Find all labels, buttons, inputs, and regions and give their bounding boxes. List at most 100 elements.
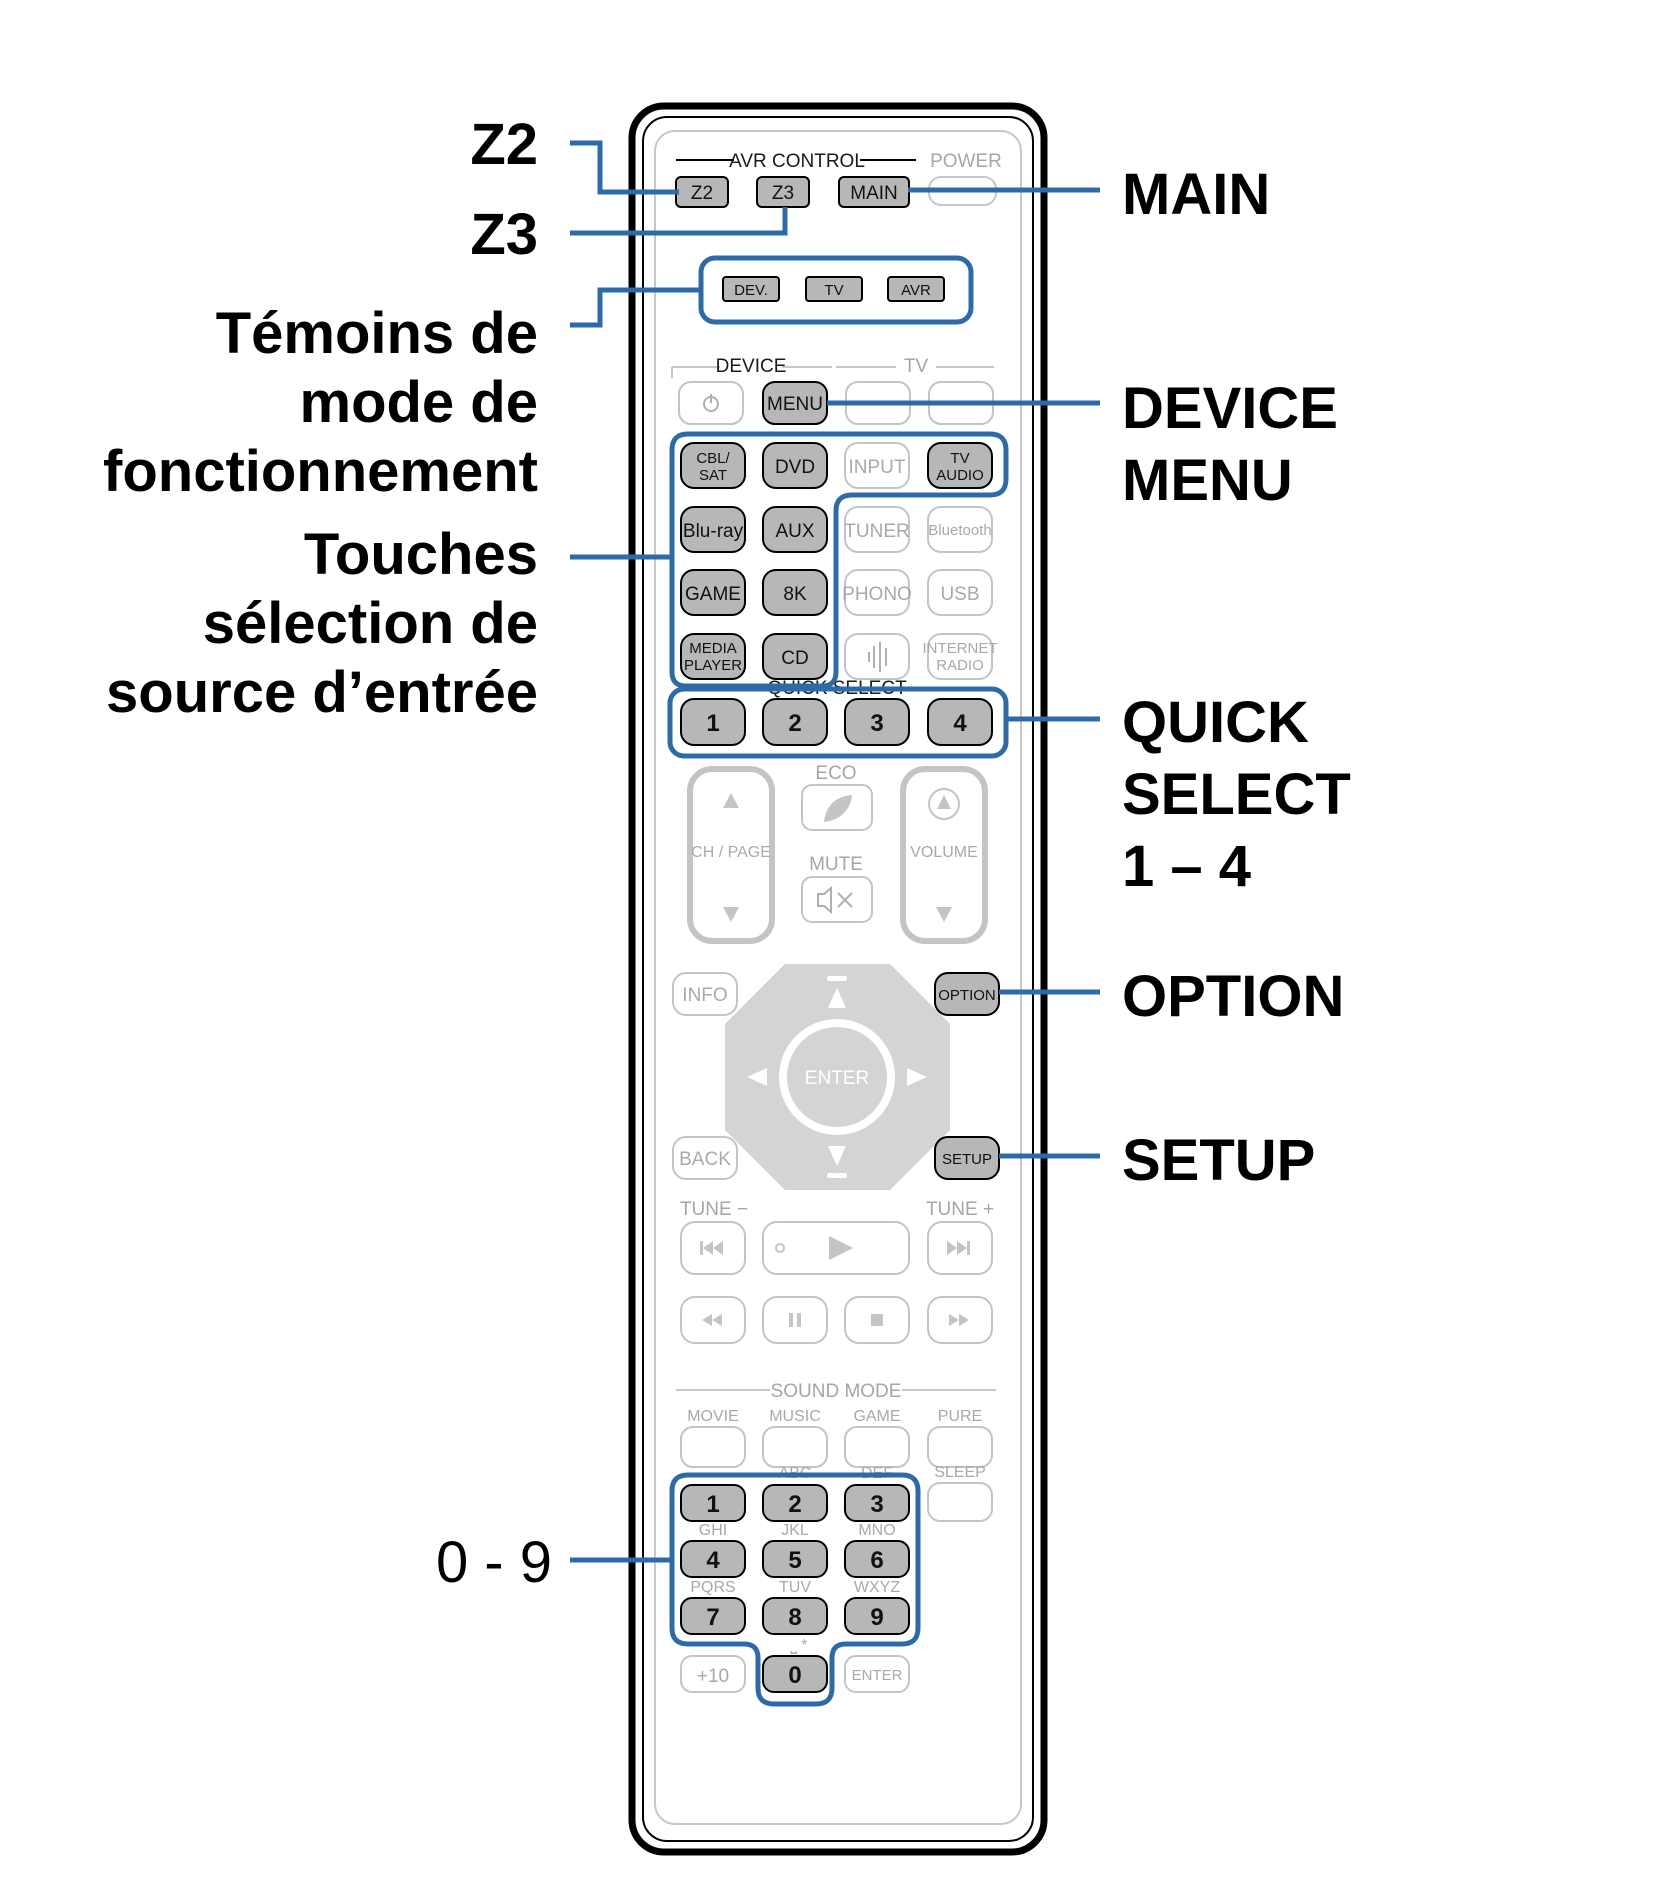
quick-select-1-button[interactable]: [680, 698, 746, 746]
touches-label-line2: sélection de: [203, 591, 538, 656]
media-player-button[interactable]: [680, 633, 746, 680]
device-title: DEVICE: [716, 356, 787, 377]
eco-title: ECO: [815, 763, 856, 784]
digits-label: 0 - 9: [436, 1530, 552, 1595]
game-mode-title: GAME: [853, 1408, 900, 1425]
key-5-button[interactable]: [762, 1540, 828, 1578]
key-4-button[interactable]: [680, 1540, 746, 1578]
key-3-button[interactable]: [844, 1484, 910, 1522]
key-9-label: 9: [870, 1604, 883, 1631]
key-6-button[interactable]: [844, 1540, 910, 1578]
info-button[interactable]: [672, 972, 738, 1016]
key-4-letters: GHI: [699, 1522, 727, 1539]
pure-button[interactable]: [927, 1426, 993, 1468]
indicator-avr-label: AVR: [901, 282, 931, 299]
indicator-tv-label: TV: [824, 282, 843, 299]
input-button-label: INPUT: [849, 457, 906, 478]
remote-face: [654, 130, 1022, 1825]
key-2-button[interactable]: [762, 1484, 828, 1522]
internet-radio-button[interactable]: [927, 633, 993, 680]
mute-title: MUTE: [809, 854, 863, 875]
heos-icon: [868, 642, 887, 672]
volume-up-icon: [937, 795, 951, 809]
key-0-label: 0: [788, 1662, 801, 1689]
key-3-label: 3: [870, 1491, 883, 1518]
key-9-button[interactable]: [844, 1597, 910, 1635]
volume-up-ring: [928, 788, 960, 820]
bluetooth-button[interactable]: [927, 506, 993, 553]
music-button[interactable]: [762, 1426, 828, 1468]
quick-select-4-button[interactable]: [927, 698, 993, 746]
aux-button[interactable]: [762, 506, 828, 553]
left-arrow-icon: [747, 1068, 767, 1086]
temoins-label-line1: Témoins de: [216, 301, 538, 366]
sleep-button[interactable]: [927, 1482, 993, 1522]
music-title: MUSIC: [769, 1408, 821, 1425]
8k-button[interactable]: [762, 569, 828, 616]
phono-button[interactable]: [844, 569, 910, 616]
record-icon: [775, 1243, 785, 1253]
indicator-avr: [887, 276, 945, 302]
ch-up-icon: [723, 793, 739, 808]
media-player-label-2: PLAYER: [684, 657, 742, 674]
z2-button-label: Z2: [691, 183, 713, 204]
media-player-label-1: MEDIA: [689, 640, 737, 657]
menu-button-label: MENU: [767, 394, 823, 415]
power-title: POWER: [930, 151, 1002, 172]
dvd-button-label: DVD: [775, 457, 815, 478]
pause-button[interactable]: [762, 1296, 828, 1344]
quick-select-3-button[interactable]: [844, 698, 910, 746]
internet-radio-label-2: RADIO: [936, 657, 984, 674]
volume-label: VOLUME: [910, 844, 978, 861]
cd-button-label: CD: [781, 648, 808, 669]
usb-button[interactable]: [927, 569, 993, 616]
stop-icon: [871, 1314, 883, 1326]
enter-button[interactable]: [787, 1027, 887, 1127]
key-6-letters: MNO: [858, 1522, 895, 1539]
heos-button[interactable]: [844, 633, 910, 680]
key-1-label: 1: [706, 1491, 719, 1518]
bluray-button-label: Blu-ray: [683, 521, 744, 542]
plus10-button[interactable]: [680, 1655, 746, 1693]
game-mode-button[interactable]: [844, 1426, 910, 1468]
z2-callout-line: [570, 140, 679, 195]
temoins-label-line2: mode de: [300, 370, 539, 435]
pure-title: PURE: [938, 1408, 982, 1425]
internet-radio-label-1: INTERNET: [923, 640, 998, 657]
back-button-label: BACK: [679, 1149, 731, 1170]
temoins-label-line3: fonctionnement: [103, 439, 538, 504]
tuner-button[interactable]: [844, 506, 910, 553]
8k-button-label: 8K: [783, 584, 807, 605]
remote-bezel: [642, 116, 1034, 1842]
number-keys-highlight: [669, 1472, 921, 1707]
dvd-button[interactable]: [762, 442, 828, 489]
key-8-letters: TUV: [779, 1579, 811, 1596]
key-8-button[interactable]: [762, 1597, 828, 1635]
up-arrow-icon: [828, 988, 846, 1008]
key-2-label: 2: [788, 1491, 801, 1518]
quick-select-3-label: 3: [870, 710, 883, 737]
cbl-sat-button[interactable]: [680, 442, 746, 489]
input-button[interactable]: [844, 442, 910, 489]
mute-button[interactable]: [801, 876, 873, 923]
option-button-label: OPTION: [938, 987, 996, 1004]
game-button[interactable]: [680, 569, 746, 616]
movie-button[interactable]: [680, 1426, 746, 1468]
back-button[interactable]: [672, 1136, 738, 1180]
quick-select-label-line1: QUICK: [1122, 690, 1309, 755]
key-9-letters: WXYZ: [854, 1579, 900, 1596]
volume-rocker[interactable]: [900, 766, 988, 944]
key-1-button[interactable]: [680, 1484, 746, 1522]
ch-page-label: CH / PAGE: [691, 844, 771, 861]
sleep-title: SLEEP: [934, 1464, 986, 1481]
keypad-enter-button[interactable]: [844, 1655, 910, 1693]
cd-button[interactable]: [762, 633, 828, 680]
bluray-button[interactable]: [680, 506, 746, 553]
quick-select-2-button[interactable]: [762, 698, 828, 746]
key-7-button[interactable]: [680, 1597, 746, 1635]
tv-audio-button[interactable]: [927, 442, 993, 489]
ch-page-rocker[interactable]: [687, 766, 775, 944]
key-0-button[interactable]: [762, 1655, 828, 1693]
